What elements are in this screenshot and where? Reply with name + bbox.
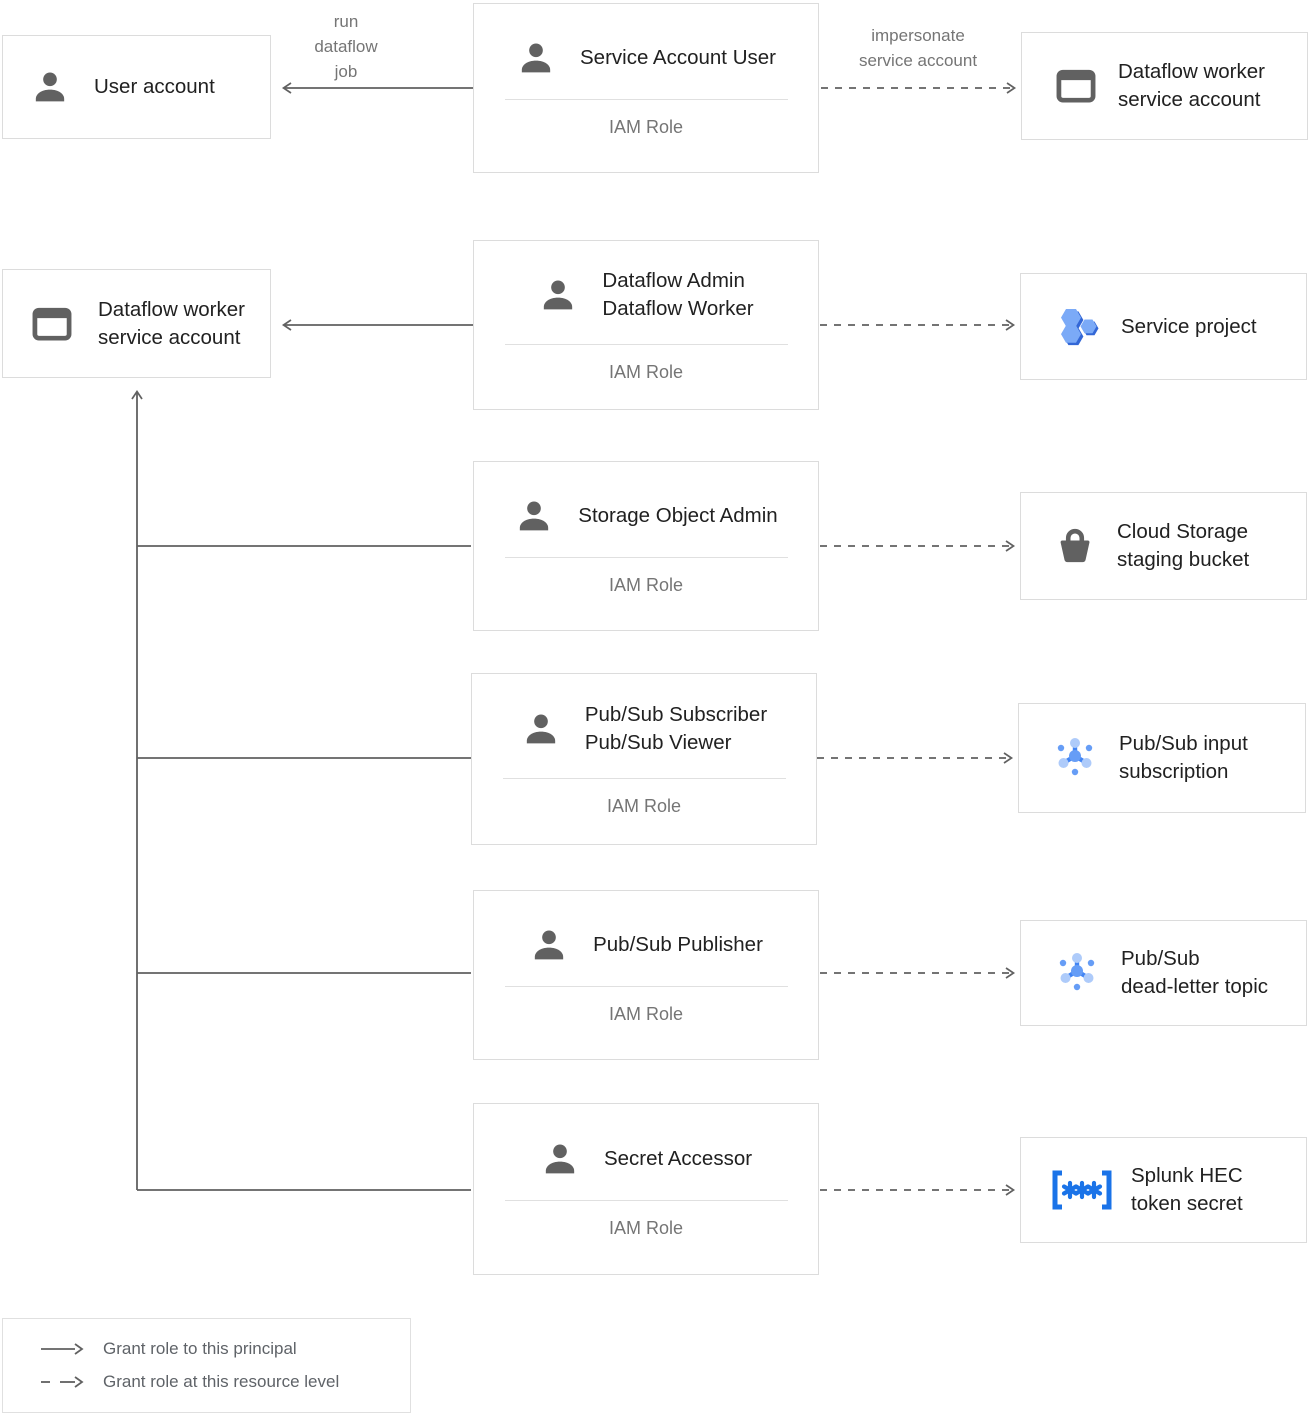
person-icon [526, 714, 555, 744]
service-account-icon [1056, 69, 1096, 103]
user-account-label: User account [94, 75, 215, 98]
iam-role-label: IAM Role [608, 362, 684, 382]
iam-box-dataflow-admin-worker: Dataflow Admin Dataflow Worker IAM Role [473, 240, 819, 410]
pubsub-dead-letter-topic-box: Pub/Sub dead-letter topic [1020, 920, 1307, 1026]
run-dataflow-job-label: run dataflow job [314, 12, 378, 81]
legend: Grant role to this principal Grant role … [2, 1318, 411, 1413]
service-project-box: Service project [1020, 273, 1307, 380]
iam-title: Pub/Sub Publisher [593, 933, 763, 956]
secret-manager-icon [1052, 1170, 1112, 1210]
person-icon [534, 930, 564, 960]
pubsub-icon [1059, 953, 1095, 991]
iam-role-label: IAM Role [608, 117, 684, 137]
iam-box-pubsub-subscriber-viewer: Pub/Sub Subscriber Pub/Sub Viewer IAM Ro… [471, 673, 817, 845]
resource-label: Cloud Storage staging bucket [1117, 520, 1250, 571]
service-account-icon [32, 307, 72, 341]
iam-role-label: IAM Role [606, 796, 682, 816]
dashed-arrow-icon [41, 1376, 84, 1388]
iam-role-label: IAM Role [608, 1004, 684, 1024]
person-icon [521, 43, 551, 73]
dataflow-worker-sa-left-box: Dataflow worker service account [2, 269, 271, 378]
divider [504, 99, 788, 100]
iam-title: Dataflow Admin Dataflow Worker [602, 269, 754, 320]
iam-box-pubsub-publisher: Pub/Sub Publisher IAM Role [473, 890, 819, 1060]
person-icon [544, 280, 573, 310]
legend-solid-label: Grant role to this principal [103, 1339, 297, 1358]
pubsub-icon [1057, 738, 1093, 776]
impersonate-service-account-label: impersonate service account [858, 26, 978, 70]
divider [504, 986, 788, 987]
legend-solid-row: Grant role to this principal [39, 1339, 410, 1359]
iam-title: Storage Object Admin [578, 504, 778, 527]
resource-label: Pub/Sub dead-letter topic [1121, 947, 1269, 998]
iam-title: Pub/Sub Subscriber Pub/Sub Viewer [584, 703, 768, 754]
resource-label: Service project [1121, 314, 1257, 338]
resource-label: Splunk HEC token secret [1131, 1164, 1243, 1215]
divider [502, 778, 786, 779]
iam-box-storage-object-admin: Storage Object Admin IAM Role [473, 461, 819, 631]
person-icon [520, 501, 549, 531]
dataflow-worker-sa-right-box: Dataflow worker service account [1021, 32, 1308, 140]
person-icon [545, 1144, 575, 1174]
resource-label: Pub/Sub input subscription [1119, 732, 1248, 783]
dataflow-worker-sa-left-label: Dataflow worker service account [98, 297, 245, 349]
project-hexagons-icon [1061, 308, 1099, 345]
iam-title: Secret Accessor [603, 1147, 753, 1170]
divider [504, 1200, 788, 1201]
user-account-box: User account [2, 35, 271, 139]
person-icon [35, 72, 65, 102]
solid-arrow-icon [41, 1343, 84, 1355]
storage-bucket-icon [1060, 528, 1090, 563]
divider [504, 344, 788, 345]
pubsub-input-subscription-box: Pub/Sub input subscription [1018, 703, 1306, 813]
iam-box-service-account-user: Service Account User IAM Role [473, 3, 819, 173]
resource-label: Dataflow worker service account [1118, 60, 1265, 111]
iam-title: Service Account User [580, 46, 776, 69]
legend-dashed-label: Grant role at this resource level [103, 1372, 340, 1391]
iam-role-label: IAM Role [608, 575, 684, 595]
divider [504, 557, 788, 558]
legend-dashed-row: Grant role at this resource level [39, 1372, 410, 1392]
splunk-hec-token-secret-box: Splunk HEC token secret [1020, 1137, 1307, 1243]
iam-role-label: IAM Role [608, 1218, 684, 1238]
cloud-storage-bucket-box: Cloud Storage staging bucket [1020, 492, 1307, 600]
iam-box-secret-accessor: Secret Accessor IAM Role [473, 1103, 819, 1275]
